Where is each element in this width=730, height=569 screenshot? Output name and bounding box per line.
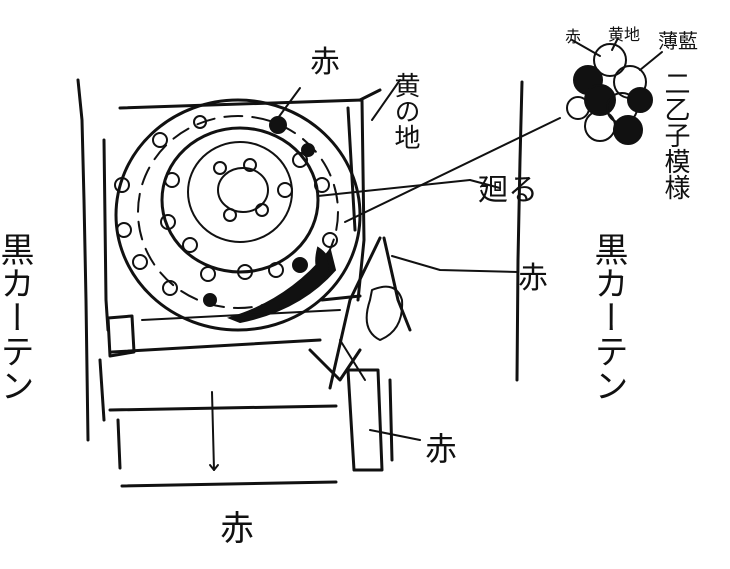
- label-mawaru: 廻る: [478, 173, 538, 208]
- disc-pattern: [115, 100, 360, 330]
- legend-label-kiji: 黄地: [608, 25, 640, 44]
- label-ki-no-ji: 黄の地: [390, 72, 420, 150]
- label-aka-lower-right: 赤: [425, 430, 457, 468]
- legend-label-usuai: 薄藍: [658, 29, 698, 53]
- legend-label-desc: 二乙子模様: [660, 70, 690, 200]
- label-left-curtain: 黒カーテン: [0, 232, 34, 402]
- lower-left-structure: [100, 310, 340, 486]
- label-aka-bottom: 赤: [220, 509, 254, 549]
- left-curtain-post: [78, 80, 88, 440]
- main-panel: [104, 90, 380, 330]
- right-curtain-post: [517, 82, 522, 380]
- label-right-curtain: 黒カーテン: [588, 232, 628, 402]
- label-aka-top: 赤: [310, 45, 340, 80]
- label-aka-right-curtain: 赤: [518, 261, 548, 296]
- legend-pattern-cluster: [567, 38, 662, 144]
- legend-label-aka: 赤: [565, 27, 581, 46]
